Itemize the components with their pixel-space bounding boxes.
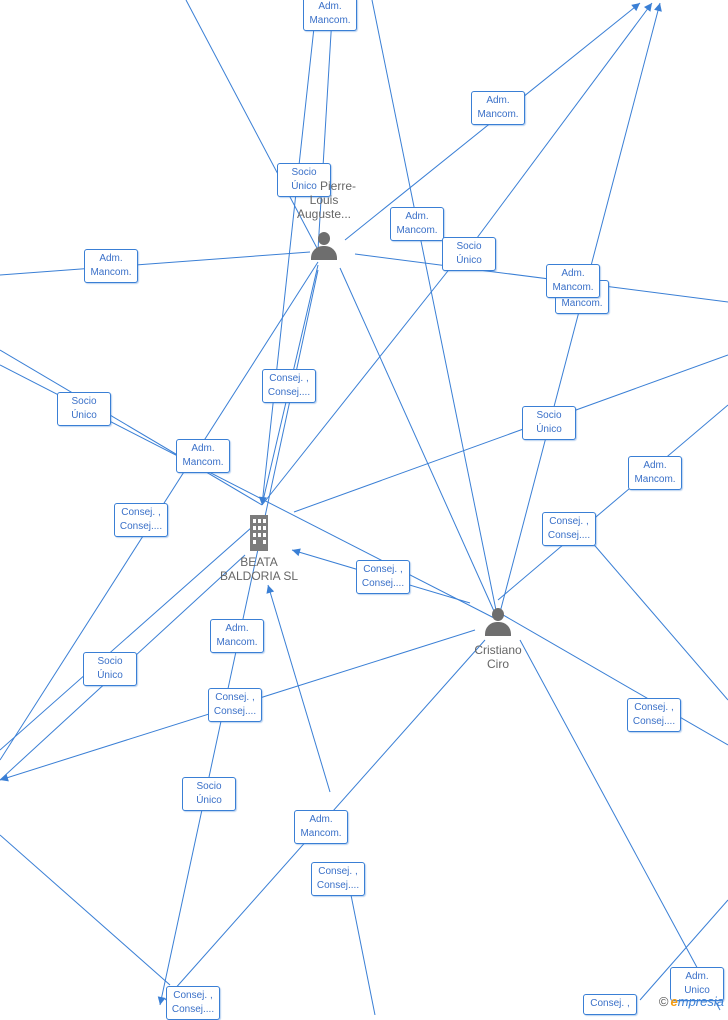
brand-name: mpresia	[677, 994, 724, 1009]
relation-label[interactable]: Consej. ,	[583, 994, 637, 1015]
arrowhead	[631, 3, 640, 12]
connection-line	[497, 611, 728, 746]
relation-label[interactable]: Adm.Mancom.	[628, 456, 682, 490]
connection-line	[0, 251, 311, 276]
relation-label[interactable]: Consej. ,Consej....	[208, 688, 262, 722]
connection-line	[467, 2, 653, 251]
connection-line	[261, 261, 456, 506]
node-name: Ciro	[486, 657, 509, 671]
relation-label[interactable]: Consej. ,Consej....	[166, 986, 220, 1020]
arrowhead	[654, 3, 662, 12]
connection-line	[639, 899, 728, 1001]
node-name: Cristiano	[474, 643, 522, 657]
copyright-icon: ©	[658, 994, 669, 1009]
relation-label[interactable]: Consej. ,Consej....	[262, 369, 316, 403]
connection-line	[0, 834, 171, 986]
connection-line	[317, 0, 334, 251]
connection-line	[261, 0, 318, 506]
arrowhead	[0, 773, 9, 782]
node-pierre-louis[interactable]: Pierre- Louis Auguste...	[284, 179, 364, 261]
arrowhead	[292, 548, 301, 557]
relation-label[interactable]: Adm.Mancom.	[84, 249, 138, 283]
node-company-beata-baldoria[interactable]: BEATA BALDORIA SL	[214, 515, 304, 583]
relation-label[interactable]: Consej. ,Consej....	[542, 512, 596, 546]
relation-label[interactable]: Adm.Mancom.	[303, 0, 357, 31]
relation-label[interactable]: Adm.Mancom.	[294, 810, 348, 844]
connection-line	[185, 0, 319, 251]
connection-line	[0, 519, 261, 751]
connection-line	[339, 267, 499, 621]
node-name: Pierre-	[319, 179, 356, 193]
connection-line	[293, 354, 728, 513]
connection-line	[371, 0, 499, 621]
relation-label[interactable]: Adm.Mancom.	[390, 207, 444, 241]
arrowhead	[266, 585, 275, 594]
node-cristiano-ciro[interactable]: Cristiano Ciro	[458, 607, 538, 671]
relation-label[interactable]: Consej. ,Consej....	[627, 698, 681, 732]
arrowhead	[157, 996, 166, 1005]
relation-label[interactable]: Consej. ,Consej....	[311, 862, 365, 896]
relation-label[interactable]: Consej. ,Consej....	[356, 560, 410, 594]
connection-line	[347, 879, 376, 1015]
person-icon	[483, 607, 513, 637]
node-name: Auguste...	[296, 207, 352, 221]
node-name: BEATA	[240, 555, 278, 569]
building-icon	[244, 515, 274, 551]
connection-line	[497, 404, 728, 601]
brand-letter: e	[670, 994, 678, 1009]
arrowhead	[258, 496, 267, 505]
empresia-watermark: ©empresia	[659, 994, 724, 1009]
arrowhead	[644, 3, 652, 12]
relation-label[interactable]: Adm.Mancom.	[546, 264, 600, 298]
person-icon	[309, 231, 339, 261]
relation-label[interactable]: Adm.Mancom.	[210, 619, 264, 653]
node-name: BALDORIA SL	[219, 569, 299, 583]
relation-label[interactable]: Adm.Mancom.	[176, 439, 230, 473]
relation-label[interactable]: Adm.Unico	[670, 967, 724, 1001]
relation-label[interactable]: Adm.Mancom.	[471, 91, 525, 125]
connection-line	[589, 539, 728, 701]
connection-line	[354, 253, 728, 303]
connection-line	[519, 639, 721, 1011]
node-name: Louis	[309, 193, 339, 207]
connection-line	[0, 349, 263, 506]
connection-line	[267, 584, 331, 793]
relation-label[interactable]: Consej. ,Consej....	[114, 503, 168, 537]
